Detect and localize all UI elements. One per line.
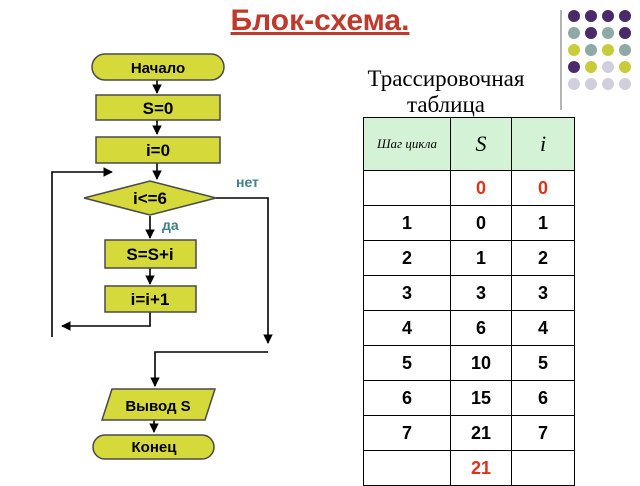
end-label: Конец	[132, 439, 178, 456]
decorative-dot	[585, 61, 597, 73]
end-terminal	[92, 434, 215, 460]
table-cell: 0	[450, 170, 512, 206]
decorative-divider	[560, 10, 562, 110]
decorative-dot	[602, 10, 614, 22]
decorative-dot	[619, 10, 631, 22]
loop-back-bottom	[61, 312, 151, 331]
table-cell: 21	[450, 450, 512, 486]
table-cell	[511, 450, 575, 486]
no-branch-label: нет	[236, 174, 259, 190]
flow-connectors	[51, 80, 273, 433]
table-cell: 2	[511, 240, 575, 276]
decorative-dot	[568, 27, 580, 39]
table-cell: 3	[511, 275, 575, 311]
decorative-dot	[568, 61, 580, 73]
decorative-dot	[619, 78, 631, 90]
decorative-dot	[585, 27, 597, 39]
arrow-to-output	[150, 351, 268, 387]
condition-decision	[83, 180, 217, 216]
table-row-result: 21	[363, 450, 575, 486]
table-cell: 10	[450, 345, 512, 381]
decorative-dot	[602, 27, 614, 39]
table-cell: 7	[363, 415, 451, 451]
decorative-dot	[568, 44, 580, 56]
decorative-dot	[585, 78, 597, 90]
output-block	[100, 388, 217, 421]
start-label: Начало	[131, 60, 185, 77]
table-cell: 1	[511, 205, 575, 241]
table-cell: 2	[363, 240, 451, 276]
arrow-condition-no	[216, 197, 273, 344]
decorative-dot	[619, 44, 631, 56]
decorative-dot	[602, 44, 614, 56]
table-cell: 5	[511, 345, 575, 381]
table-cell: 0	[511, 170, 575, 206]
condition-label: i<=6	[133, 189, 167, 208]
table-cell: S	[450, 117, 512, 171]
decorative-dot	[619, 27, 631, 39]
table-cell: 4	[363, 310, 451, 346]
decorative-dot	[585, 44, 597, 56]
decorative-dot	[602, 78, 614, 90]
table-cell: Шаг цикла	[363, 117, 451, 171]
table-cell: 3	[450, 275, 512, 311]
increment-label: i=i+1	[131, 290, 170, 309]
table-cell: 1	[363, 205, 451, 241]
init-i-label: i=0	[146, 141, 170, 160]
decorative-dot	[568, 10, 580, 22]
table-cell	[363, 450, 451, 486]
table-cell: 15	[450, 380, 512, 416]
table-cell: 6	[511, 380, 575, 416]
decorative-dot	[602, 61, 614, 73]
table-cell: 3	[363, 275, 451, 311]
decorative-dot	[568, 78, 580, 90]
loop-back-left	[51, 167, 113, 337]
trace-table-title: Трассировочная таблица	[346, 66, 546, 118]
table-cell: 6	[363, 380, 451, 416]
table-cell: i	[511, 117, 575, 171]
flowchart: Начало S=0 i=0 i<=6 нет да S=S+i i=i+1 В…	[51, 53, 273, 460]
yes-branch-label: да	[162, 217, 179, 233]
table-cell: 1	[450, 240, 512, 276]
init-s-label: S=0	[143, 99, 174, 118]
table-cell: 6	[450, 310, 512, 346]
trace-table-title-line1: Трассировочная	[367, 66, 525, 91]
table-cell	[363, 170, 451, 206]
decorative-dot	[619, 61, 631, 73]
sum-label: S=S+i	[126, 245, 173, 264]
output-label: Вывод S	[125, 398, 190, 415]
start-terminal	[91, 53, 225, 81]
table-cell: 21	[450, 415, 512, 451]
table-cell: 5	[363, 345, 451, 381]
page-title: Блок-схема.	[230, 4, 410, 37]
init-i-block	[95, 136, 221, 164]
increment-block	[104, 285, 197, 313]
table-cell: 4	[511, 310, 575, 346]
sum-block	[104, 239, 197, 269]
table-cell: 7	[511, 415, 575, 451]
trace-table-title-line2: таблица	[407, 92, 485, 117]
decorative-dot-grid	[568, 10, 640, 106]
table-cell: 0	[450, 205, 512, 241]
decorative-dot	[585, 10, 597, 22]
init-s-block	[95, 94, 221, 121]
